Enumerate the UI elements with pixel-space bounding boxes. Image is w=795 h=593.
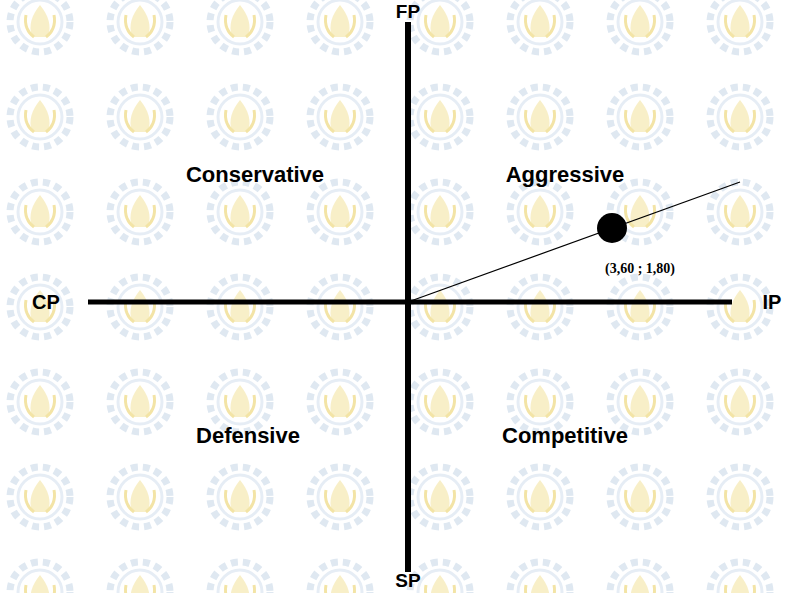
vertical-axis: [405, 22, 411, 572]
quadrant-label: Aggressive: [506, 162, 625, 187]
axis-label: FP: [396, 1, 420, 23]
quadrant-label: Conservative: [186, 162, 324, 187]
direction-vector: [408, 182, 740, 302]
quadrant-label: Defensive: [196, 423, 300, 448]
quadrant-label: Competitive: [502, 423, 628, 448]
axis-label: SP: [395, 570, 420, 592]
position-dot: [597, 213, 627, 243]
horizontal-axis: [88, 300, 732, 305]
coordinate-label: (3,60 ; 1,80): [605, 261, 675, 277]
axis-label: CP: [32, 291, 60, 314]
axis-label: IP: [763, 291, 782, 314]
